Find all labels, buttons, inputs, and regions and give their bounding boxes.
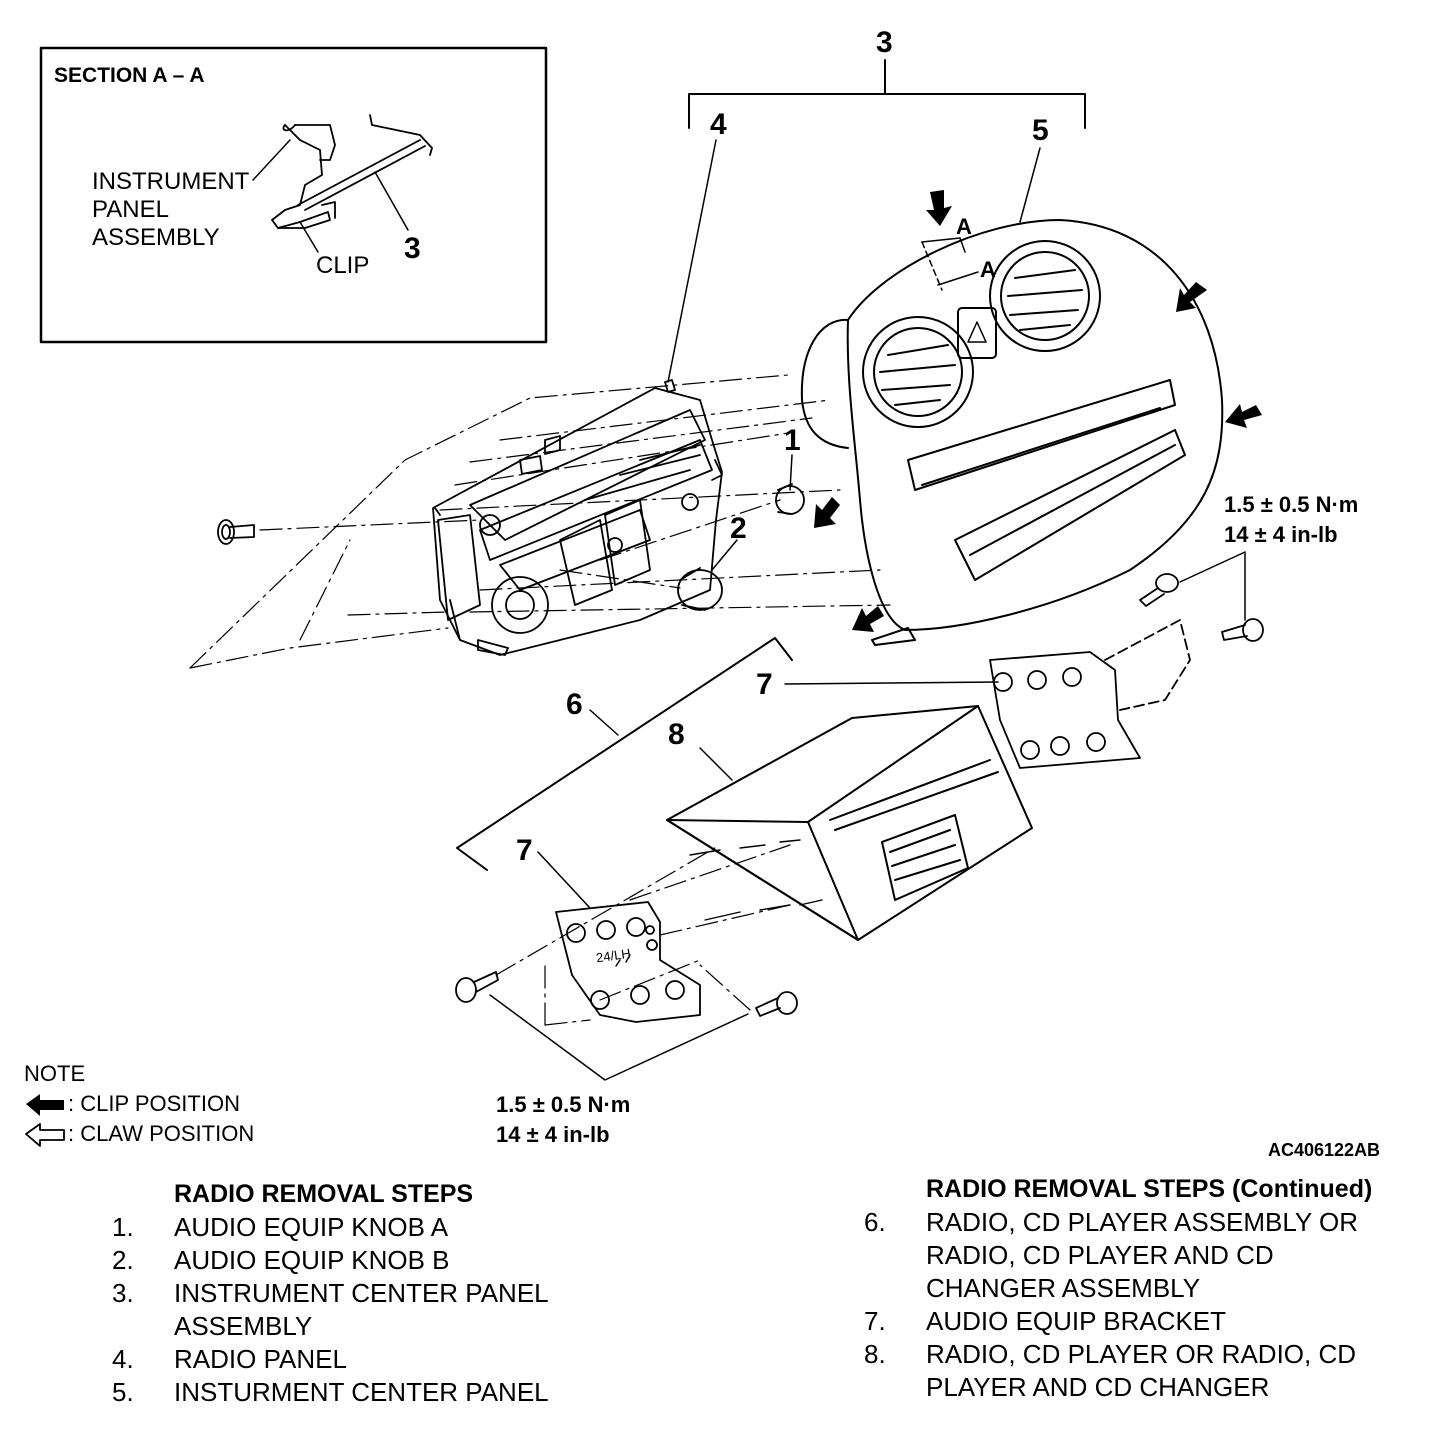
clip-arrow-icon bbox=[926, 190, 952, 226]
callout-5: 5 bbox=[1032, 114, 1049, 147]
steps-left-title: RADIO REMOVAL STEPS bbox=[174, 1180, 474, 1208]
callout-7-upper: 7 bbox=[756, 668, 773, 701]
claw-position-icon bbox=[25, 1123, 65, 1147]
screw-right-lower bbox=[1221, 618, 1264, 642]
note-claw-position: : CLAW POSITION bbox=[68, 1121, 255, 1146]
screw-right-upper bbox=[1139, 573, 1179, 607]
torque-upper-inlb: 14 ± 4 in-lb bbox=[1224, 522, 1338, 547]
section-mark-a1: A bbox=[956, 214, 972, 239]
screw-left-lower bbox=[455, 971, 499, 1003]
note-clip-position: : CLIP POSITION bbox=[68, 1091, 240, 1116]
callout-3: 3 bbox=[876, 26, 893, 59]
torque-upper-nm: 1.5 ± 0.5 N·m bbox=[1224, 492, 1359, 517]
exploded-view-drawing bbox=[25, 46, 1264, 1147]
section-clip-sketch bbox=[271, 114, 433, 229]
leader-lines bbox=[537, 139, 1246, 909]
radio-cd-player bbox=[666, 705, 1033, 941]
clip-arrows bbox=[814, 190, 1262, 632]
knob-a bbox=[775, 483, 805, 515]
clip-label: CLIP bbox=[316, 252, 370, 279]
leader-torque-lower bbox=[489, 994, 749, 1081]
section-title: SECTION A – A bbox=[54, 64, 205, 87]
section-leader-lines bbox=[252, 139, 409, 253]
clip-arrow-icon bbox=[1225, 404, 1262, 428]
instrument-center-panel bbox=[800, 219, 1224, 646]
torque-lower-nm: 1.5 ± 0.5 N·m bbox=[496, 1092, 631, 1117]
radio-panel bbox=[432, 379, 723, 656]
screw-bottom bbox=[755, 991, 798, 1017]
screw-left bbox=[217, 519, 255, 545]
figure-id: AC406122AB bbox=[1268, 1140, 1381, 1160]
instrument-label-1: INSTRUMENT bbox=[92, 168, 250, 195]
clip-arrow-icon bbox=[1176, 282, 1207, 312]
clip-arrow-icon bbox=[814, 497, 840, 528]
steps-right-title: RADIO REMOVAL STEPS (Continued) bbox=[926, 1175, 1373, 1203]
alignment-lines-lower bbox=[495, 844, 791, 1026]
bracket-3 bbox=[688, 59, 1086, 129]
callout-8: 8 bbox=[668, 718, 685, 751]
instrument-label-2: PANEL bbox=[92, 196, 169, 223]
clip-arrow-icon bbox=[852, 606, 884, 632]
section-mark-a2: A bbox=[980, 257, 996, 282]
callout-4: 4 bbox=[710, 108, 727, 141]
clip-position-icon bbox=[26, 1094, 64, 1116]
audio-bracket-left bbox=[555, 901, 701, 1023]
section-callout-3: 3 bbox=[404, 232, 421, 265]
callout-2: 2 bbox=[730, 512, 747, 545]
instrument-label-3: ASSEMBLY bbox=[92, 224, 220, 251]
knob-b bbox=[677, 567, 723, 611]
audio-bracket-right bbox=[989, 619, 1191, 769]
section-inset-frame bbox=[39, 46, 548, 344]
callout-1: 1 bbox=[784, 424, 801, 457]
section-marker bbox=[921, 237, 979, 291]
note-title: NOTE bbox=[24, 1061, 86, 1086]
callout-7-lower: 7 bbox=[516, 834, 533, 867]
bracket-6 bbox=[456, 637, 793, 871]
callout-6: 6 bbox=[566, 688, 583, 721]
torque-lower-inlb: 14 ± 4 in-lb bbox=[496, 1122, 610, 1147]
